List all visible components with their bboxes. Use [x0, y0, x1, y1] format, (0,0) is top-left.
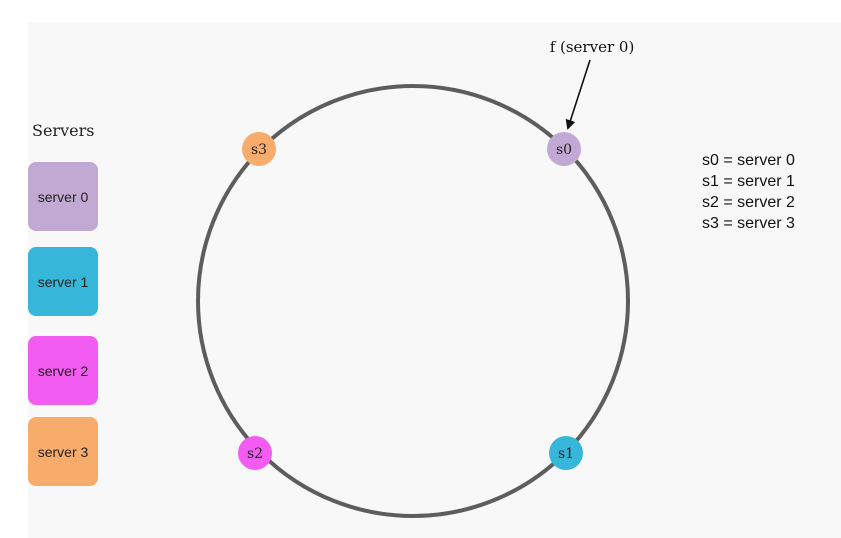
- server-box-3: server 3: [28, 417, 98, 486]
- server-box-label: server 2: [37, 362, 89, 379]
- ring-node-label: s3: [251, 142, 267, 158]
- servers-panel-title: Servers: [32, 121, 95, 140]
- node-legend: s0 = server 0 s1 = server 1 s2 = server …: [702, 150, 795, 234]
- server-box-2: server 2: [28, 336, 98, 405]
- ring-node-marker: [238, 436, 272, 470]
- ring-node-s0: s0: [547, 132, 581, 166]
- legend-line: s2 = server 2: [702, 194, 795, 211]
- legend-line: s1 = server 1: [702, 173, 795, 190]
- diagram-background: [28, 22, 841, 538]
- ring-node-label: s1: [558, 446, 574, 462]
- key-arrow: [565, 59, 591, 130]
- hash-ring: [196, 84, 630, 518]
- ring-node-label: s2: [247, 446, 263, 462]
- ring-node-marker: [242, 132, 276, 166]
- ring-node-s2: s2: [238, 436, 272, 470]
- ring-node-marker: [549, 436, 583, 470]
- ring-node-label: s0: [556, 142, 572, 158]
- server-box-label: server 1: [37, 273, 89, 290]
- server-box-0: server 0: [28, 162, 98, 231]
- server-box-label: server 0: [37, 188, 89, 205]
- ring-node-s3: s3: [242, 132, 276, 166]
- server-box-label: server 3: [37, 443, 89, 460]
- key-label: f (server 0): [550, 38, 635, 56]
- legend-line: s3 = server 3: [702, 215, 795, 232]
- ring-node-marker: [547, 132, 581, 166]
- ring-node-s1: s1: [549, 436, 583, 470]
- legend-line: s0 = server 0: [702, 152, 795, 169]
- server-box-1: server 1: [28, 247, 98, 316]
